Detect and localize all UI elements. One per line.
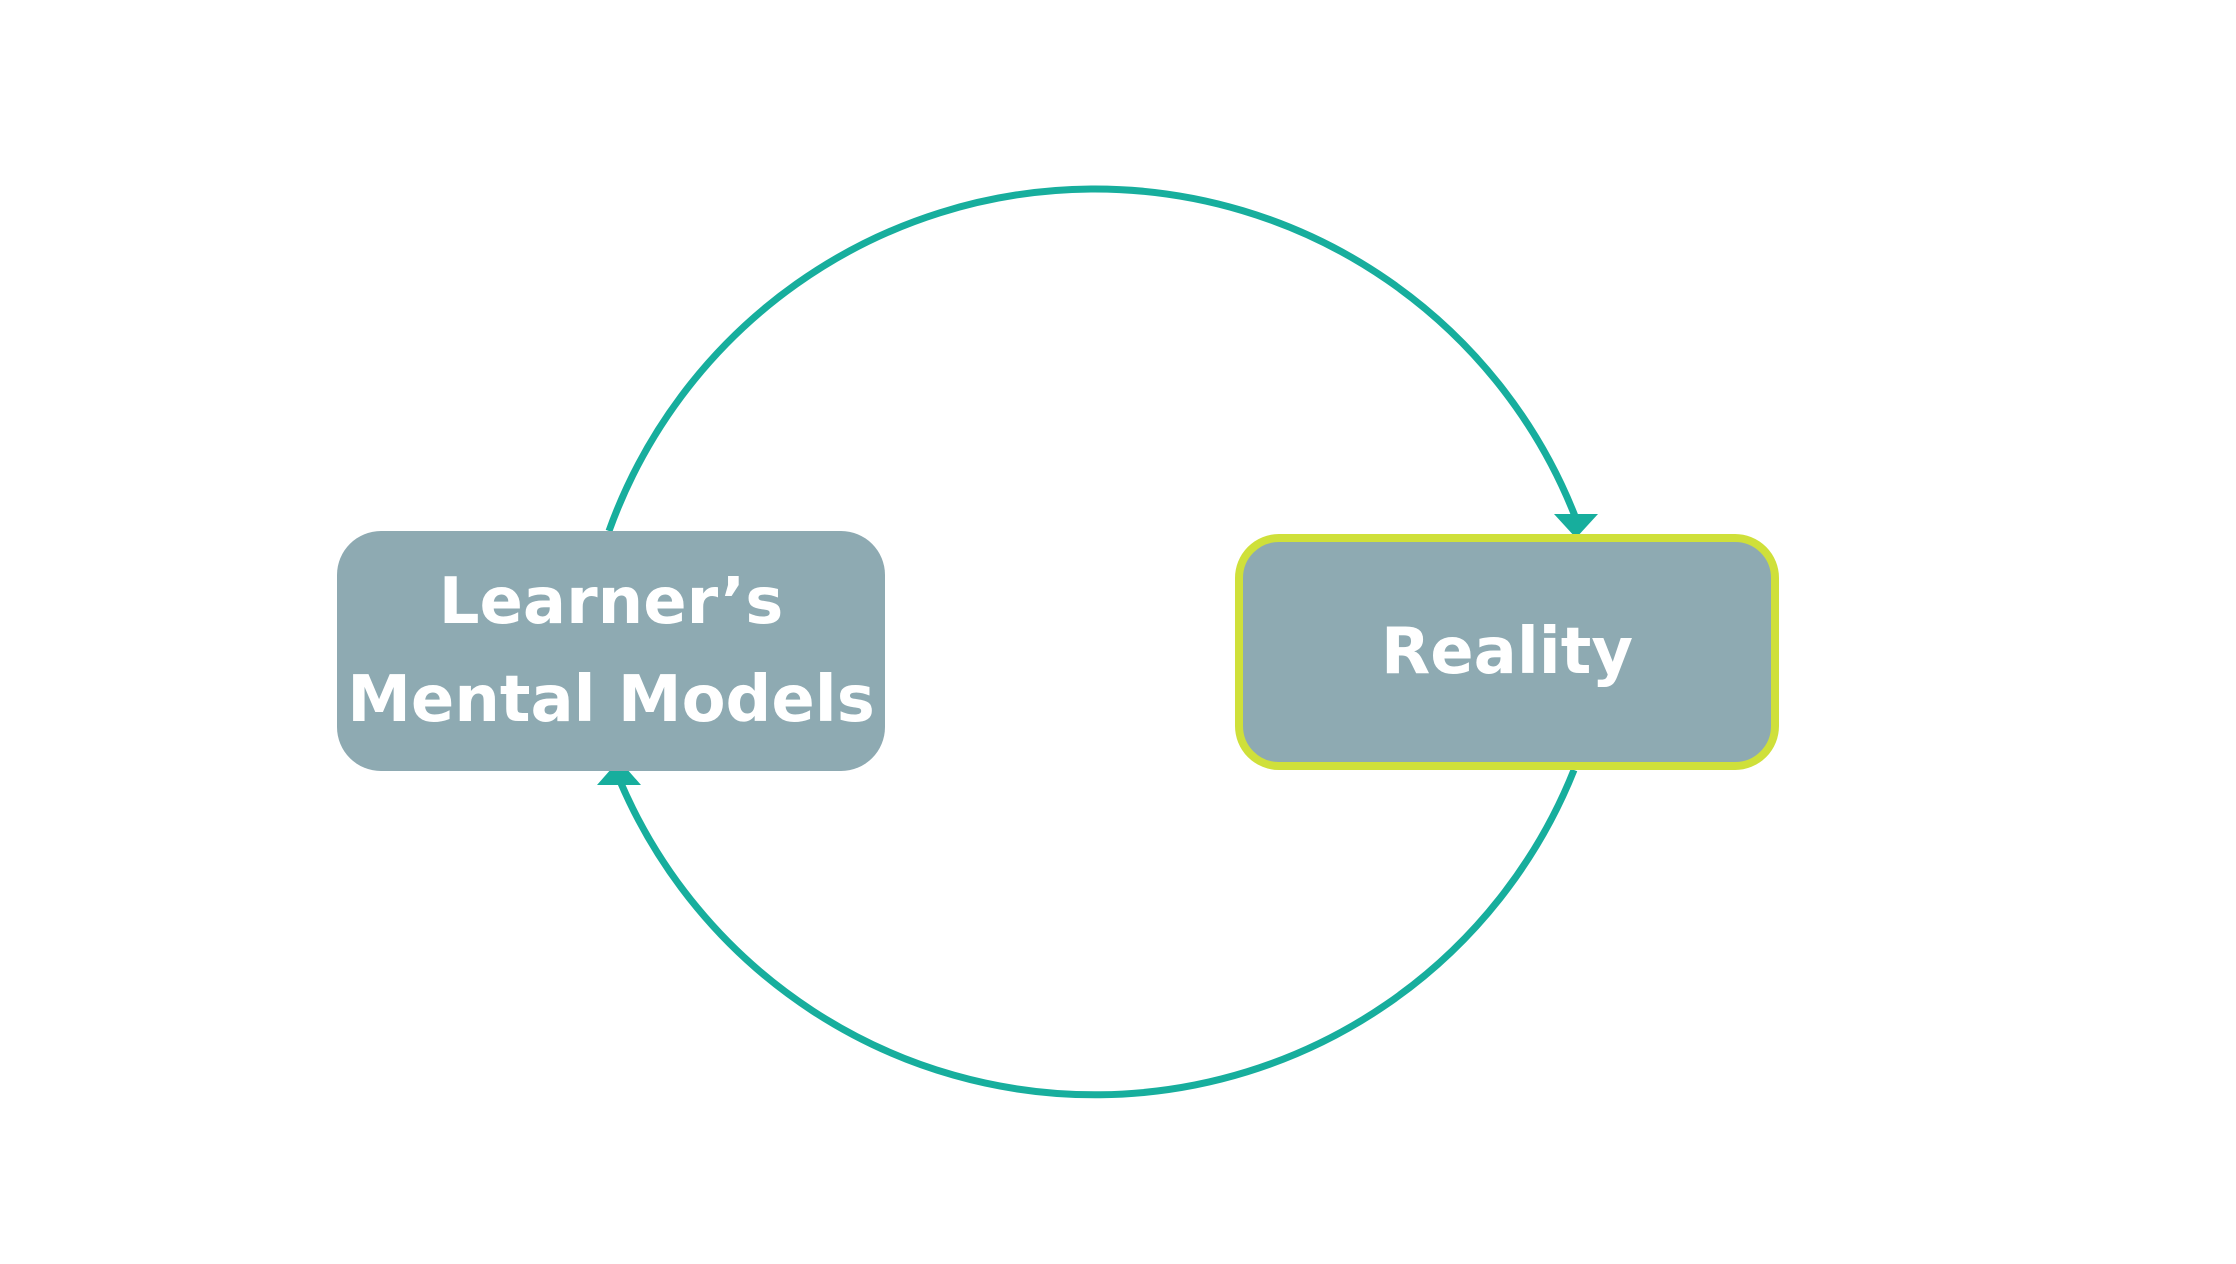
arrowhead-up-icon: [597, 760, 641, 785]
arrowhead-down-icon: [1554, 514, 1598, 538]
node-right-label: Reality: [1380, 615, 1634, 689]
arc-top: [605, 185, 1582, 533]
node-reality: Reality: [1235, 534, 1779, 770]
node-left-line2: Mental Models: [347, 663, 875, 737]
node-left-line1: Learner’s: [438, 565, 784, 639]
arc-bottom: [616, 768, 1578, 1099]
node-learners-mental-models: Learner’s Mental Models: [337, 531, 885, 771]
